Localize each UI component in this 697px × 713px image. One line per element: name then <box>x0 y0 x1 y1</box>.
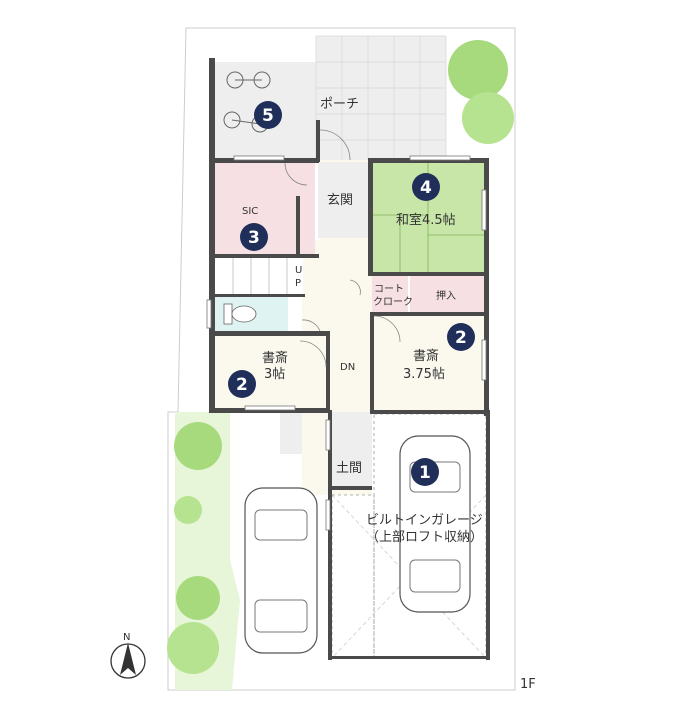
washitsu-label: 和室4.5帖 <box>396 212 456 228</box>
windows <box>206 155 487 531</box>
badge-porch: 5 <box>254 101 282 129</box>
car-icon-parking <box>244 487 318 654</box>
study-right-label-line2: 3.75帖 <box>403 367 445 382</box>
study-left-label-line2: 3帖 <box>264 367 285 382</box>
coat-closet-label-line2: クローク <box>373 296 413 308</box>
oshiire-floor <box>410 276 484 312</box>
badge-washitsu: 4 <box>412 173 440 201</box>
porch-label: ポーチ <box>320 97 359 112</box>
door-swings <box>284 129 401 368</box>
svg-text:2: 2 <box>455 328 467 348</box>
study-right-label-line1: 書斎 <box>413 348 439 364</box>
study-left-label-line1: 書斎 <box>262 350 288 366</box>
svg-text:5: 5 <box>262 106 274 126</box>
garage-label-line2: （上部ロフト収納） <box>366 530 483 545</box>
stairs-down-label: DN <box>340 362 355 373</box>
sic-label: SIC <box>242 206 258 217</box>
coat-closet-label-line1: コート <box>374 284 404 295</box>
stairs-up-label-line2: P <box>295 278 301 289</box>
walls <box>209 58 490 660</box>
genkan-label: 玄関 <box>327 193 353 208</box>
floor-label: 1F <box>520 677 536 692</box>
doma-label: 土間 <box>336 461 362 476</box>
stairs-up-label-line1: U <box>295 265 302 276</box>
doma-floor <box>332 412 372 486</box>
svg-text:3: 3 <box>248 228 260 248</box>
stair-steps <box>232 258 288 294</box>
svg-text:2: 2 <box>236 375 248 395</box>
svg-text:1: 1 <box>419 463 431 483</box>
oshiire-label: 押入 <box>436 289 456 302</box>
tree-icons <box>167 40 514 674</box>
stairs-floor <box>215 258 303 294</box>
compass-label: N <box>123 632 130 643</box>
garden-area <box>175 412 240 690</box>
coat-closet-floor <box>372 276 408 312</box>
garage-label-line1: ビルトインガレージ <box>366 513 483 528</box>
genkan-floor <box>318 162 368 238</box>
north-arrow-icon <box>110 643 146 679</box>
study-left-floor <box>215 336 327 408</box>
toilet-icon <box>223 303 257 325</box>
badge-study-left: 2 <box>228 370 256 398</box>
open-parking-floor <box>331 494 375 659</box>
badge-garage: 1 <box>411 458 439 486</box>
badge-sic: 3 <box>240 223 268 251</box>
badge-study-right: 2 <box>447 323 475 351</box>
svg-text:4: 4 <box>420 178 432 198</box>
